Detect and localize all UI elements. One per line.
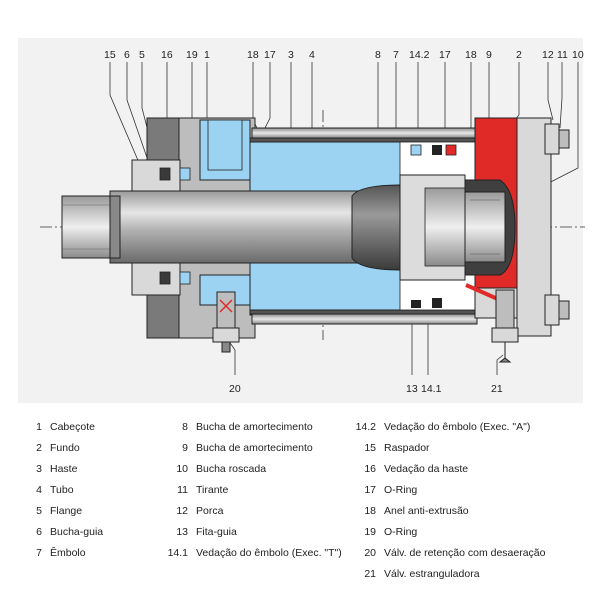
callout-3: 3 xyxy=(288,49,294,61)
callout-1: 1 xyxy=(204,49,210,61)
cushion-bush xyxy=(351,184,401,271)
piston-seal-left xyxy=(410,144,422,156)
callout-labels-bottom: 20 13 14.1 21 xyxy=(229,383,503,395)
nut-bottom xyxy=(544,294,560,326)
rod-end-connector xyxy=(61,195,111,259)
callout-8: 8 xyxy=(375,49,381,61)
rod-seals xyxy=(159,167,191,285)
callout-10: 10 xyxy=(572,49,584,61)
callout-15: 15 xyxy=(104,49,116,61)
callout-6: 6 xyxy=(124,49,130,61)
callout-17-left: 17 xyxy=(264,49,276,61)
guide-strip xyxy=(411,300,421,308)
callout-21: 21 xyxy=(491,383,503,395)
callout-19: 19 xyxy=(186,49,198,61)
callout-14-2: 14.2 xyxy=(409,49,430,61)
nut-top xyxy=(544,123,560,155)
callout-labels-top: 15 6 5 16 19 1 18 17 3 4 8 7 14.2 17 18 … xyxy=(104,49,584,61)
callout-16: 16 xyxy=(161,49,173,61)
callout-14-1: 14.1 xyxy=(421,383,442,395)
callout-2: 2 xyxy=(516,49,522,61)
tie-rod-top xyxy=(251,127,478,139)
callout-9: 9 xyxy=(486,49,492,61)
callout-20: 20 xyxy=(229,383,241,395)
callout-5: 5 xyxy=(139,49,145,61)
throttle-valve xyxy=(465,283,519,363)
check-valve xyxy=(212,291,240,353)
callout-18-left: 18 xyxy=(247,49,259,61)
o-ring-top xyxy=(445,144,457,156)
callout-12: 12 xyxy=(542,49,554,61)
callout-4: 4 xyxy=(309,49,315,61)
piston-seal-mid xyxy=(432,145,442,155)
callout-11: 11 xyxy=(557,49,568,61)
callout-7: 7 xyxy=(393,49,399,61)
tie-rod-bottom xyxy=(251,313,478,325)
callout-17-right: 17 xyxy=(439,49,451,61)
tie-rod-nuts xyxy=(544,123,570,326)
callout-18-right: 18 xyxy=(465,49,477,61)
callout-13: 13 xyxy=(406,383,418,395)
